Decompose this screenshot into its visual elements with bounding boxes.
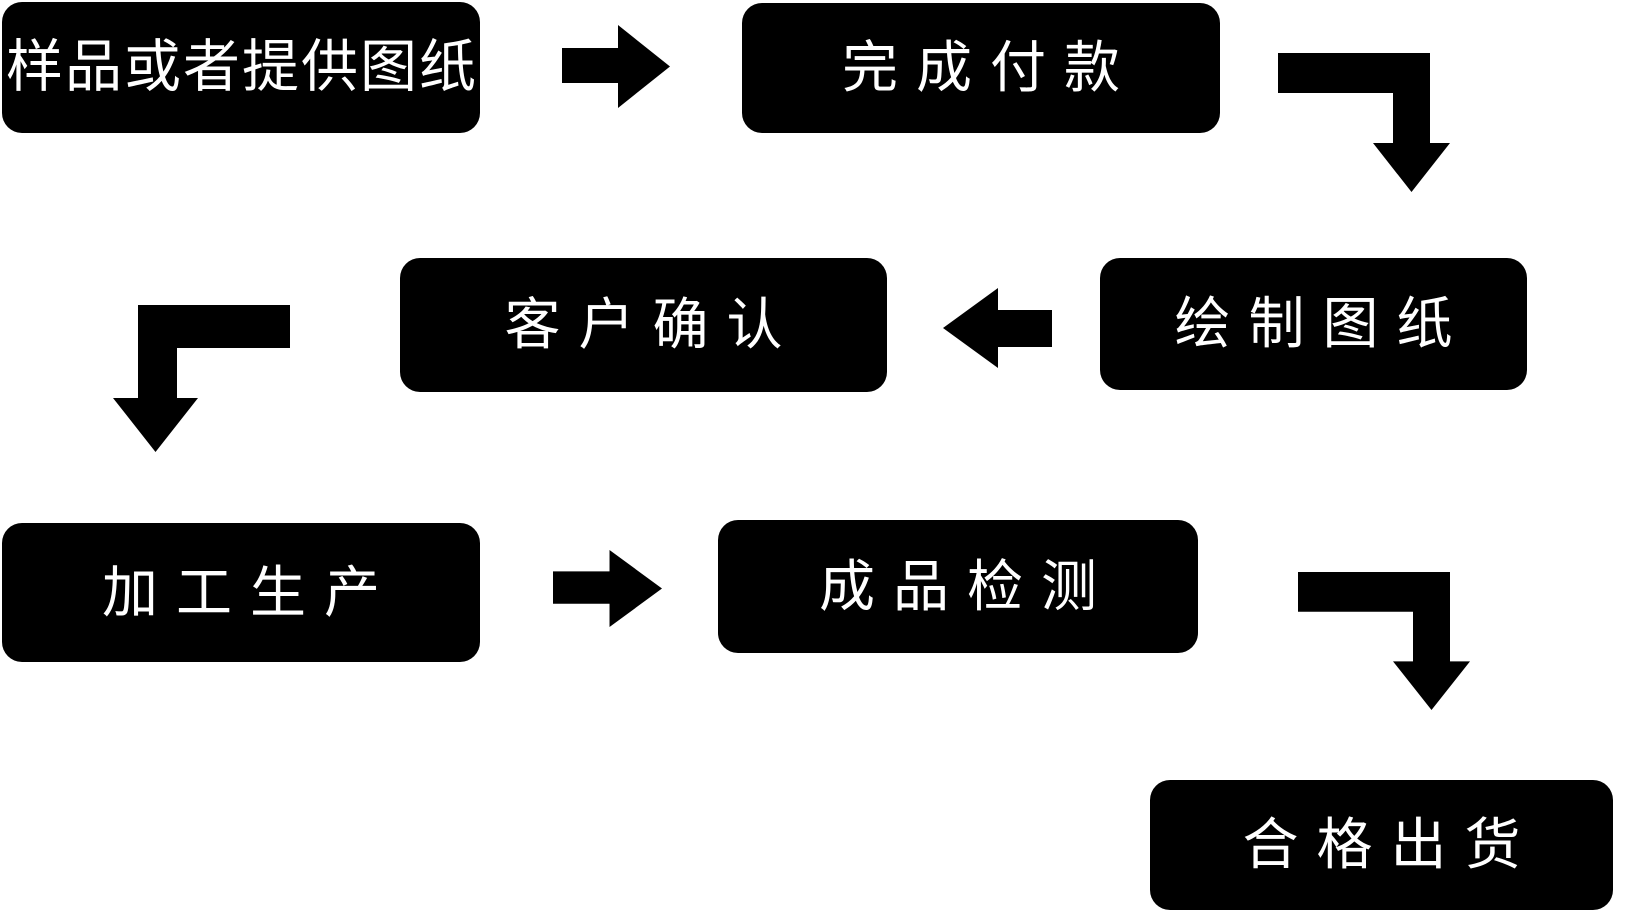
flow-step-complete-payment: 完成付款 — [742, 3, 1220, 133]
flow-step-finished-product-inspection: 成品检测 — [718, 520, 1198, 653]
flow-step-label: 绘制图纸 — [1174, 292, 1471, 355]
flow-step-label: 合格出货 — [1242, 813, 1539, 876]
arrow-elbow-left-down-icon — [113, 305, 290, 452]
flow-step-label: 完成付款 — [842, 36, 1138, 99]
flow-step-qualified-shipment: 合格出货 — [1150, 780, 1613, 910]
arrow-right-icon — [553, 550, 662, 627]
flow-step-processing-production: 加工生产 — [2, 523, 480, 662]
arrow-elbow-right-down-icon — [1298, 572, 1470, 710]
arrow-right-icon — [562, 25, 670, 108]
arrow-elbow-right-down-icon — [1278, 53, 1450, 192]
flow-step-sample-or-drawing: 样品或者提供图纸 — [2, 2, 480, 133]
flow-step-customer-confirm: 客户确认 — [400, 258, 887, 392]
flow-step-label: 客户确认 — [504, 293, 801, 356]
arrow-left-icon — [943, 288, 1052, 368]
flow-step-label: 样品或者提供图纸 — [6, 35, 478, 99]
flow-step-label: 成品检测 — [819, 554, 1115, 618]
flow-step-draw-drawings: 绘制图纸 — [1100, 258, 1527, 390]
flow-step-label: 加工生产 — [102, 560, 398, 624]
